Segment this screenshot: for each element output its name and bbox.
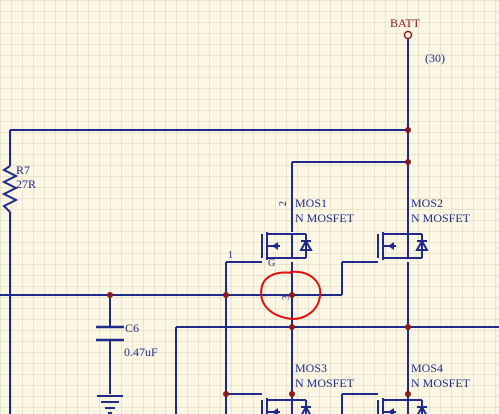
junction	[289, 292, 295, 298]
junction	[289, 324, 295, 330]
junction	[107, 292, 113, 298]
mos4-symbol	[377, 398, 428, 414]
mos3-type-label: N MOSFET	[295, 376, 355, 390]
batt-terminal-icon	[403, 30, 413, 40]
mos1-symbol	[261, 232, 313, 260]
mos1-gate-letter: G	[268, 258, 275, 269]
mos1-type-label: N MOSFET	[295, 211, 355, 225]
mos3-symbol	[261, 398, 312, 414]
junction	[223, 292, 229, 298]
mos4-type-label: N MOSFET	[411, 376, 471, 390]
mos2-ref-label: MOS2	[411, 196, 443, 210]
mos3-ref-label: MOS3	[295, 361, 327, 375]
mos1-pin-drain: 2	[278, 201, 289, 206]
junction	[405, 324, 411, 330]
batt-net-label: BATT	[390, 16, 421, 30]
junction	[223, 391, 229, 397]
mosfet-symbols	[261, 232, 429, 414]
mos1-pin-gate: 1	[228, 250, 233, 261]
wires	[0, 38, 499, 414]
c6-capacitor-symbol	[96, 325, 124, 342]
junction	[289, 391, 295, 397]
c6-value-label: 0.47uF	[124, 345, 158, 359]
junctions	[107, 127, 411, 397]
r7-value-label: 27R	[16, 177, 36, 191]
ground-icon	[97, 395, 123, 414]
junction	[405, 391, 411, 397]
c6-ref-label: C6	[125, 321, 139, 335]
mos2-type-label: N MOSFET	[411, 211, 471, 225]
mos1-pin-source: 3	[281, 295, 292, 300]
r7-resistor-symbol	[1, 165, 19, 213]
mos2-symbol	[377, 232, 429, 260]
mos4-ref-label: MOS4	[411, 361, 443, 375]
mos1-ref-label: MOS1	[295, 196, 327, 210]
junction	[405, 127, 411, 133]
r7-ref-label: R7	[16, 163, 30, 177]
circle-annotation-icon	[260, 270, 322, 320]
batt-note-label: (30)	[425, 51, 445, 65]
junction	[405, 159, 411, 165]
